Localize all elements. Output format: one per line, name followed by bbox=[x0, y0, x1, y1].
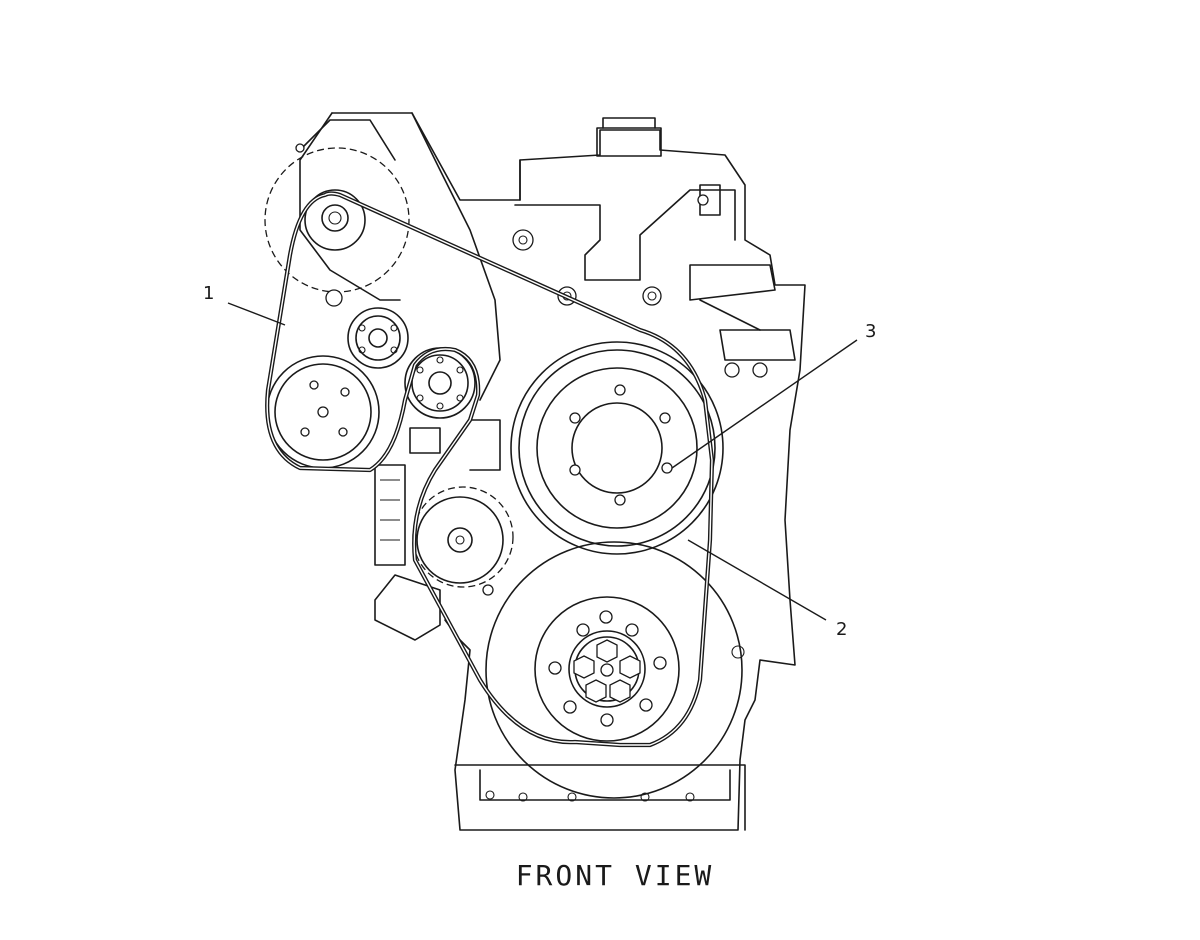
water-pump-pulley bbox=[266, 355, 380, 469]
callout-3: 3 bbox=[671, 321, 876, 469]
alternator bbox=[264, 119, 410, 307]
diagram-caption: FRONT VIEW bbox=[516, 859, 715, 892]
callout-1: 1 bbox=[203, 283, 286, 326]
damper-pulley bbox=[510, 341, 724, 555]
callout-number: 3 bbox=[865, 321, 876, 342]
damper-bolt bbox=[614, 384, 626, 396]
crankshaft-pulley bbox=[485, 541, 743, 799]
idler-pulley bbox=[404, 347, 476, 419]
drive-belt bbox=[265, 191, 715, 748]
engine-block bbox=[299, 112, 806, 831]
tensioner-pulley bbox=[347, 307, 409, 369]
callout-number: 1 bbox=[203, 283, 214, 304]
accessory-pulley bbox=[409, 419, 514, 596]
callout-2: 2 bbox=[687, 539, 847, 640]
callout-number: 2 bbox=[836, 619, 847, 640]
